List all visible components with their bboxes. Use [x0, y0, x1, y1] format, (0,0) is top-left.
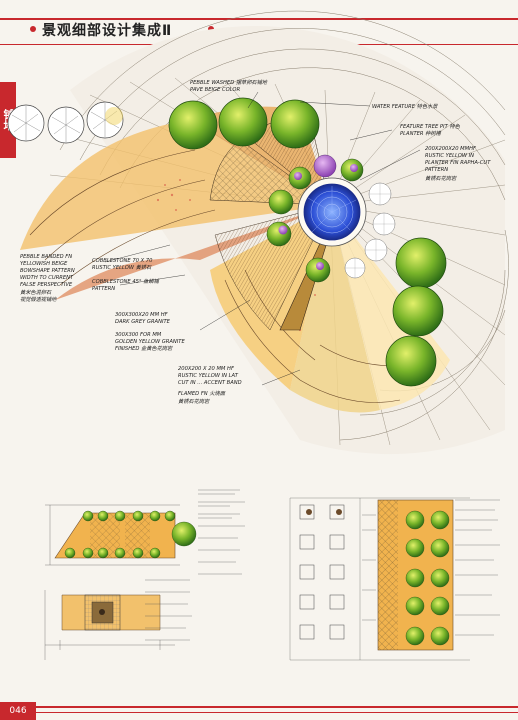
feature-trees-right	[385, 237, 447, 387]
annotation-cobblestone-45: COBBLESTONE 45° 鱼鳞铺	[92, 278, 160, 285]
hatched-wedge-lower	[214, 204, 331, 331]
annotation-accent-size: 200X200 X 20 MM HF	[178, 366, 235, 372]
annotation-granite-color: RUSTIC YELLOW IN	[425, 153, 474, 159]
detail-note-lines-left	[145, 489, 245, 641]
detail-planter-row-plan	[45, 504, 197, 566]
annotation-tree-pit-cn: PLANTER 种树槽	[400, 130, 442, 137]
annotation-width: WIDTH TO CURRENT	[20, 275, 74, 281]
annotation-granite-cn: 黄锈石花岗岩	[425, 175, 457, 182]
annotation-flamed-cn: 黄锈石花岗岩	[178, 398, 210, 405]
fountain-shrub-ring	[266, 154, 364, 283]
callout-leaders	[104, 91, 421, 386]
annotation-flamed-finish: FLAMED FN 火烧面	[178, 390, 226, 397]
header-rule-top	[0, 18, 518, 20]
fan-paving-plan	[7, 10, 509, 455]
water-spray-lines	[307, 186, 357, 233]
annotation-perspective-cn: 视觉假透视铺地	[20, 296, 57, 303]
annotation-water-feature: WATER FEATURE 特色水景	[372, 103, 438, 110]
annotation-cobblestone-color: RUSTIC YELLOW 黄锈石	[92, 264, 152, 271]
detail-tree-planter-elevation	[289, 497, 470, 661]
annotation-pebble-banded: PEBBLE BANDED FN	[20, 254, 72, 260]
annotation-pebble-paving: PEBBLE WASHED 摆草卵石铺地	[190, 79, 268, 86]
annotation-pebble-color: PAVE BEIGE COLOR	[190, 87, 240, 93]
annotation-tree-pit: FEATURE TREE PIT 特色	[400, 123, 461, 130]
annotation-golden-granite: GOLDEN YELLOW GRANITE	[115, 339, 185, 345]
plan-annotations: PEBBLE WASHED 摆草卵石铺地 PAVE BEIGE COLOR WA…	[20, 79, 491, 405]
annotation-false-perspective: FALSE PERSPECTIVE	[20, 282, 73, 288]
annotation-granite-pattern: PATTERN	[425, 167, 448, 173]
footer-rule-2	[36, 712, 518, 713]
detail-planter-section	[44, 590, 175, 660]
fan-band-gold	[290, 205, 380, 413]
feature-trees-top	[168, 97, 320, 150]
annotation-dark-granite-size: 300X300X20 MM HF	[115, 312, 169, 318]
page-number: 046	[0, 702, 36, 720]
annotation-accent-band: CUT IN ... ACCENT BAND	[178, 380, 242, 386]
annotation-pebble-beige: YELLOWISH BEIGE	[20, 261, 68, 267]
page-footer: 046	[0, 690, 518, 720]
flower-petal-lines	[345, 183, 395, 278]
annotation-cobblestone-pattern: PATTERN	[92, 286, 115, 292]
fan-band-yellow	[20, 120, 330, 250]
annotation-bow-pattern: BOWSHAPE PATTERN	[20, 268, 75, 274]
annotation-cobblestone: COBBLESTONE 70 X 70	[92, 258, 153, 264]
annotation-granite-size: 200X200X20 MMHF	[425, 146, 477, 152]
annotation-golden-granite-size: 300X300 FOR MM	[115, 332, 162, 338]
annotation-accent-color: RUSTIC YELLOW IN LAT	[178, 373, 239, 379]
outline-tree-branches	[11, 103, 120, 142]
annotation-pebble-cn: 黄米色混卵石	[20, 289, 52, 296]
annotation-dark-granite: DARK GREY GRANITE	[115, 319, 171, 325]
tree-yellow-tint	[105, 107, 123, 125]
annotation-granite-finish: PLANTER FIN RAPHA-CUT	[425, 160, 491, 166]
page-title: 景观细部设计集成Ⅱ	[42, 23, 173, 39]
header-dot-right	[208, 26, 214, 32]
footer-rule-1	[36, 706, 518, 708]
annotation-golden-granite-cn: FINISHED 金黄色花岗岩	[115, 345, 173, 352]
detail-note-lines-right	[362, 499, 500, 636]
header-dot-left	[30, 26, 36, 32]
